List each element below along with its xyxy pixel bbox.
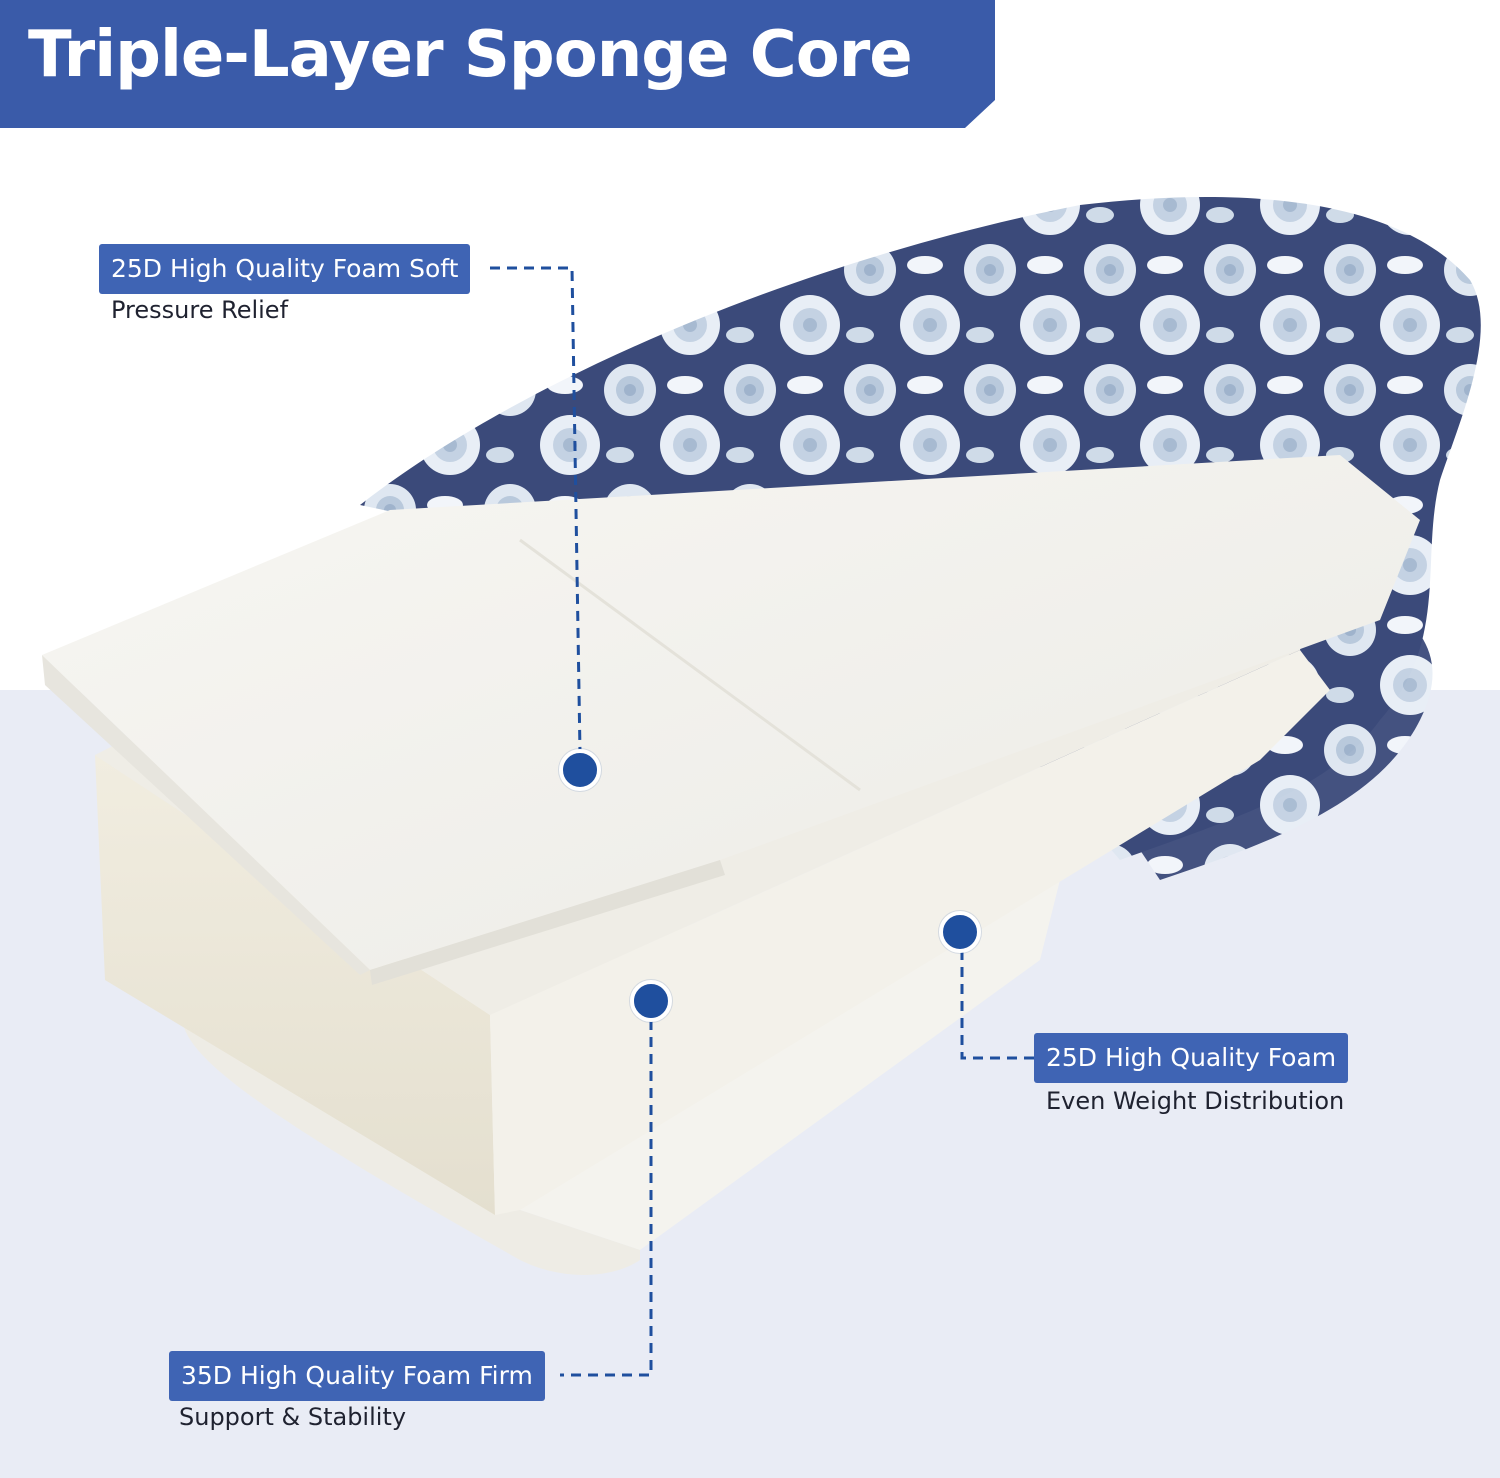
layer-top-description: Pressure Relief (111, 296, 289, 324)
layer-bottom-marker (630, 980, 672, 1022)
banner-shape (0, 0, 995, 128)
page-title: Triple-Layer Sponge Core (28, 18, 913, 92)
layer-middle-label: 25D High Quality Foam (1034, 1033, 1349, 1083)
layer-middle-description: Even Weight Distribution (1046, 1087, 1345, 1115)
layer-top-marker (559, 749, 601, 791)
layer-middle-marker (939, 911, 981, 953)
layer-bottom-label: 35D High Quality Foam Firm (169, 1351, 545, 1401)
layer-bottom-description: Support & Stability (179, 1403, 407, 1431)
title-banner: Triple-Layer Sponge Core (0, 0, 995, 128)
layer-top-label: 25D High Quality Foam Soft (99, 244, 471, 294)
